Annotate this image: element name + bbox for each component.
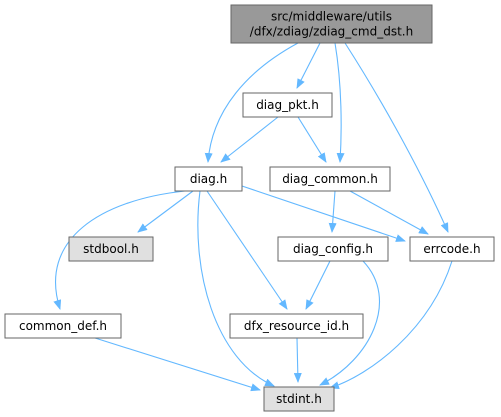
- node-diag-config[interactable]: diag_config.h: [277, 236, 389, 262]
- node-diag-pkt[interactable]: diag_pkt.h: [242, 92, 333, 118]
- node-label: dfx_resource_id.h: [244, 319, 349, 333]
- edge-diag_common-to-diag_config: [328, 190, 337, 233]
- node-box: [277, 236, 389, 262]
- edge-diag_pkt-to-diag: [220, 116, 279, 163]
- edge-errcode-to-stdint: [329, 260, 453, 390]
- edges-layer: [53, 42, 453, 392]
- edge-diag-to-stdint: [197, 190, 275, 387]
- node-box: [263, 386, 335, 412]
- node-label: diag_common.h: [282, 172, 378, 186]
- node-root[interactable]: src/middleware/utils/dfx/zdiag/zdiag_cmd…: [230, 4, 433, 44]
- node-label: /dfx/zdiag/zdiag_cmd_dst.h: [250, 25, 413, 39]
- edge-root-to-diag: [204, 42, 299, 163]
- edge-root-to-diag_common: [334, 42, 345, 163]
- node-label: diag.h: [190, 172, 227, 186]
- node-box: [409, 236, 495, 262]
- node-common-def[interactable]: common_def.h: [4, 313, 122, 339]
- edge-diag-to-common_def: [53, 190, 186, 310]
- node-box: [4, 313, 122, 339]
- node-stdint[interactable]: stdint.h: [263, 386, 335, 412]
- edge-diag_config-to-stdint: [319, 260, 380, 386]
- edge-common_def-to-stdint: [94, 337, 261, 392]
- node-box: [68, 236, 154, 262]
- node-box: [174, 166, 243, 192]
- node-box: [242, 92, 333, 118]
- node-label: common_def.h: [19, 319, 107, 333]
- edge-diag-to-dfx_resource_id: [206, 190, 288, 310]
- node-stdbool[interactable]: stdbool.h: [68, 236, 154, 262]
- node-label: src/middleware/utils: [271, 10, 392, 24]
- edge-diag_pkt-to-diag_common: [297, 116, 327, 163]
- node-label: diag_config.h: [293, 242, 373, 256]
- node-label: stdint.h: [276, 392, 322, 406]
- edge-diag-to-stdbool: [137, 190, 194, 233]
- edge-diag-to-errcode: [241, 185, 406, 242]
- node-box: [230, 4, 433, 44]
- node-dfx-resource-id[interactable]: dfx_resource_id.h: [229, 313, 364, 339]
- node-errcode[interactable]: errcode.h: [409, 236, 495, 262]
- node-label: errcode.h: [423, 242, 480, 256]
- edge-root-to-errcode: [344, 42, 449, 233]
- node-box: [229, 313, 364, 339]
- node-label: diag_pkt.h: [256, 98, 319, 112]
- node-box: [269, 166, 391, 192]
- node-diag-common[interactable]: diag_common.h: [269, 166, 391, 192]
- edge-root-to-diag_pkt: [296, 42, 321, 89]
- nodes-layer: src/middleware/utils/dfx/zdiag/zdiag_cmd…: [4, 4, 495, 412]
- node-diag[interactable]: diag.h: [174, 166, 243, 192]
- edge-diag_common-to-errcode: [349, 190, 429, 235]
- node-label: stdbool.h: [83, 242, 139, 256]
- edge-dfx_resource_id-to-stdint: [293, 337, 302, 383]
- edge-diag_config-to-dfx_resource_id: [305, 260, 331, 310]
